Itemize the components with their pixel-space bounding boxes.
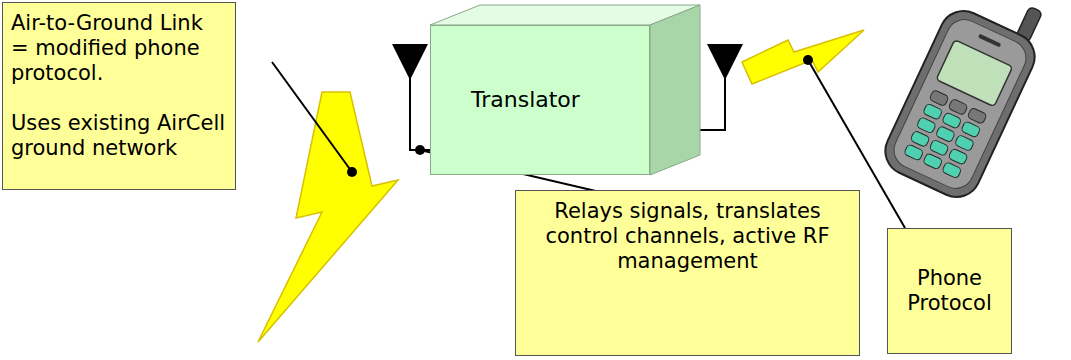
translator-box: Translator bbox=[430, 25, 650, 175]
phone-key bbox=[954, 134, 974, 151]
phone-key bbox=[923, 103, 943, 120]
callout-text: Air-to-Ground Link = modified phone prot… bbox=[11, 11, 227, 87]
phone-key bbox=[923, 153, 943, 170]
leader-dot bbox=[415, 145, 425, 155]
callout-text: Translator bbox=[471, 87, 641, 113]
phone-key bbox=[929, 139, 949, 156]
phone-key bbox=[942, 162, 962, 179]
antenna-symbol bbox=[707, 44, 743, 80]
callout-box: Air-to-Ground Link = modified phone prot… bbox=[2, 2, 236, 190]
cube-side-face bbox=[650, 5, 700, 175]
mobile-phone bbox=[877, 0, 1055, 205]
phone-key bbox=[916, 117, 936, 134]
callout-text: Relays signals, translates control chann… bbox=[526, 199, 849, 275]
callout-box: Phone Protocol bbox=[887, 228, 1012, 354]
phone-key bbox=[967, 107, 987, 124]
lightning-bolt bbox=[258, 92, 398, 342]
callout-text: Phone Protocol bbox=[894, 266, 1005, 316]
phone-key bbox=[948, 98, 968, 115]
lightning-bolt bbox=[742, 30, 864, 84]
phone-key bbox=[942, 112, 962, 129]
phone-key bbox=[904, 144, 924, 161]
phone-key bbox=[910, 130, 930, 147]
callout-box: Relays signals, translates control chann… bbox=[515, 190, 860, 356]
phone-key bbox=[948, 148, 968, 165]
callout-text: Uses existing AirCell ground network bbox=[11, 111, 227, 161]
leader-dot bbox=[347, 167, 357, 177]
antenna-symbol bbox=[392, 44, 428, 80]
phone-key bbox=[961, 121, 981, 138]
leader-line bbox=[272, 62, 352, 172]
leader-dot bbox=[803, 55, 813, 65]
phone-key bbox=[929, 90, 949, 107]
phone-key bbox=[935, 126, 955, 143]
